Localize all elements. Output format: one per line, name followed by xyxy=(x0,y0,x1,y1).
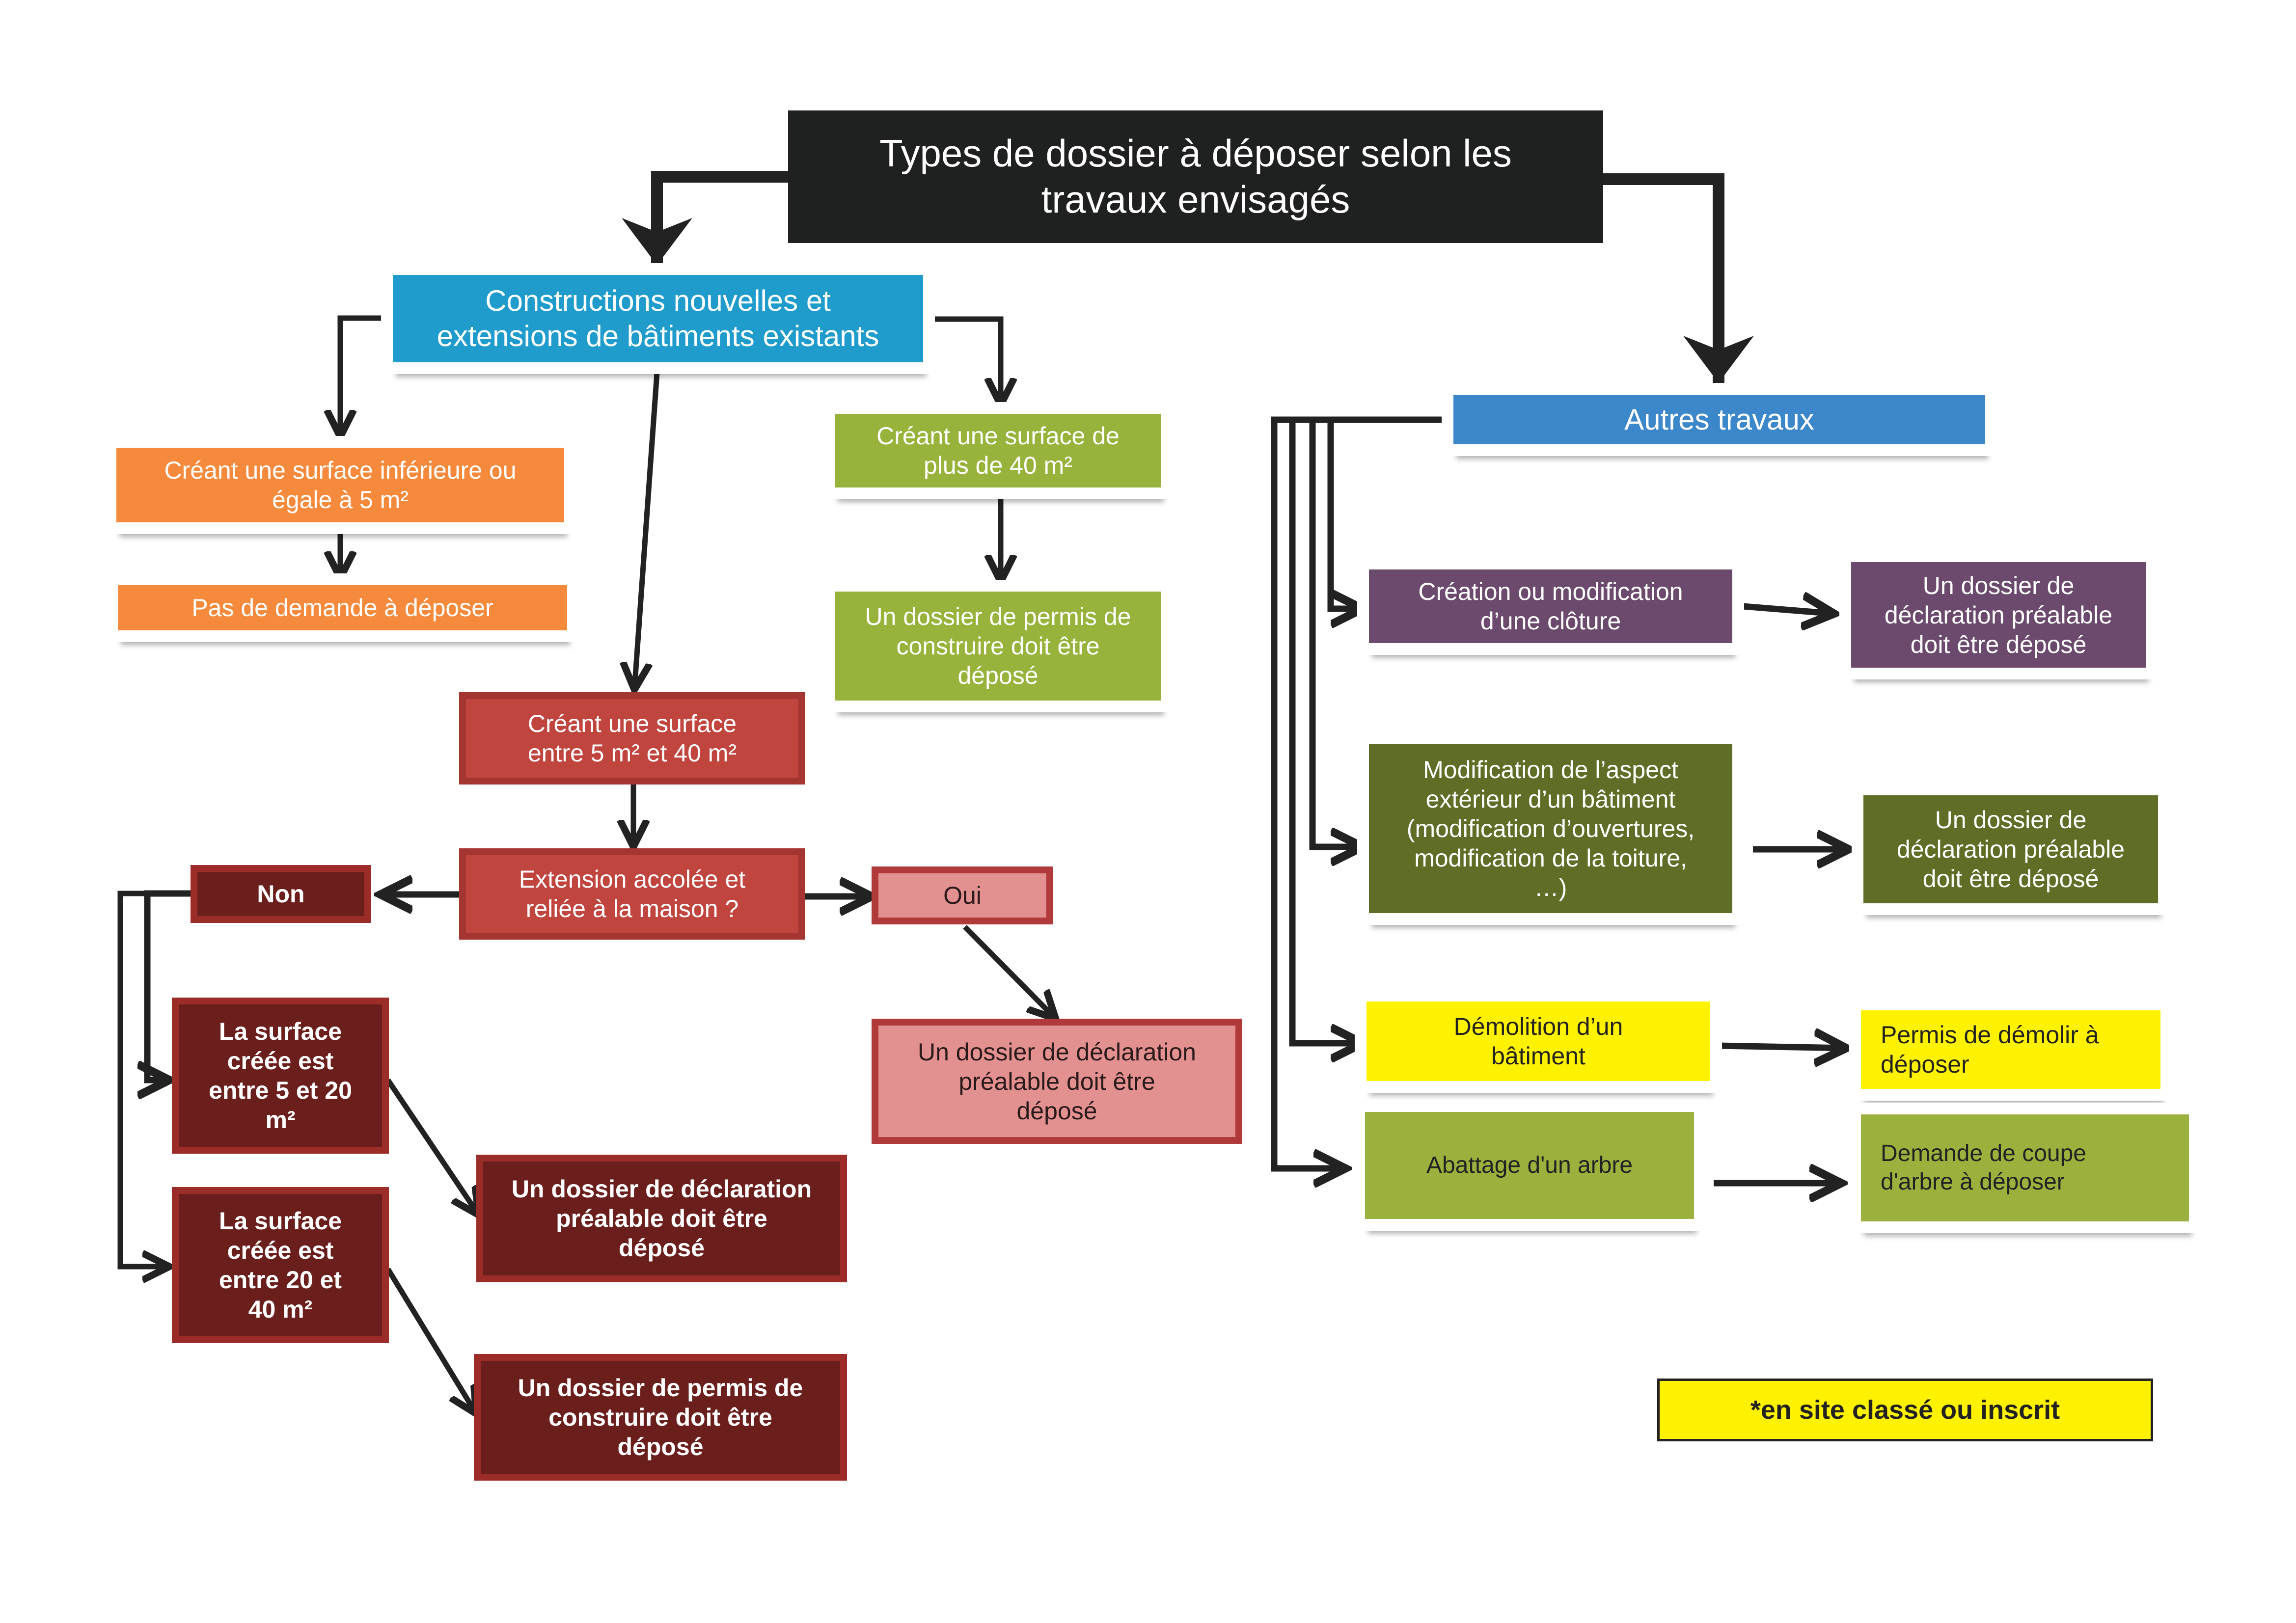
arrow-autres-to-item3 xyxy=(1289,416,1363,1043)
aspect-exterieur-result-box: Un dossier de déclaration préalable doit… xyxy=(1863,795,2158,903)
arrow-item1-to-result xyxy=(1743,606,1834,614)
non-option-20-40-result-box: Un dossier de permis de construire doit … xyxy=(474,1354,847,1481)
surface-small-result-box: Pas de demande à déposer xyxy=(118,585,567,630)
aspect-exterieur-work-box: Modification de l’aspect extérieur d’un … xyxy=(1369,744,1732,913)
surface-large-result-box: Un dossier de permis de construire doit … xyxy=(835,592,1161,701)
surface-small-condition-box: Créant une surface inférieure ou égale à… xyxy=(116,448,564,522)
arrow-item3-to-result xyxy=(1718,1046,1846,1048)
surface-large-condition-box: Créant une surface de plus de 40 m² xyxy=(835,414,1161,487)
arrow-option2-to-result xyxy=(385,1268,476,1414)
oui-result-box: Un dossier de déclaration préalable doit… xyxy=(872,1019,1242,1144)
arrow-non-to-option2 xyxy=(117,891,169,1267)
footnote-box: *en site classé ou inscrit xyxy=(1657,1379,2153,1441)
non-option-5-20-result-box: Un dossier de déclaration préalable doit… xyxy=(476,1155,847,1282)
arrow-to-large xyxy=(928,316,1001,405)
abattage-result-box: Demande de coupe d'arbre à déposer xyxy=(1861,1114,2189,1221)
demolition-result-box: Permis de démolir à déposer xyxy=(1861,1010,2160,1089)
demolition-work-box: Démolition d’un bâtiment xyxy=(1367,1001,1710,1081)
autres-travaux-box: Autres travaux xyxy=(1453,395,1985,444)
arrow-oui-to-result xyxy=(963,925,1056,1019)
arrow-to-medium xyxy=(634,373,660,690)
non-option-20-40-box: La surface créée est entre 20 et 40 m² xyxy=(172,1187,389,1343)
arrow-autres-to-item2 xyxy=(1309,416,1363,847)
cloture-work-box: Création ou modification d’une clôture xyxy=(1369,569,1732,643)
non-box: Non xyxy=(191,865,371,923)
arrow-title-to-autres xyxy=(1601,173,1754,383)
arrow-title-to-constructions xyxy=(622,171,791,265)
oui-box: Oui xyxy=(872,866,1053,924)
surface-medium-condition-box: Créant une surface entre 5 m² et 40 m² xyxy=(459,692,805,784)
arrow-autres-to-item1 xyxy=(1327,416,1453,609)
cloture-result-box: Un dossier de déclaration préalable doit… xyxy=(1851,562,2146,668)
diagram-title: Types de dossier à déposer selon les tra… xyxy=(788,110,1603,243)
extension-question-box: Extension accolée et reliée à la maison … xyxy=(459,848,805,940)
arrow-autres-to-item4 xyxy=(1271,416,1345,1168)
abattage-work-box: Abattage d'un arbre xyxy=(1365,1112,1694,1219)
arrow-to-small xyxy=(340,315,388,437)
non-option-5-20-box: La surface créée est entre 5 et 20 m² xyxy=(172,998,389,1154)
constructions-nouvelles-box: Constructions nouvelles et extensions de… xyxy=(393,275,923,362)
arrow-option1-to-result xyxy=(385,1078,479,1215)
arrow-non-to-option1 xyxy=(147,890,191,1080)
